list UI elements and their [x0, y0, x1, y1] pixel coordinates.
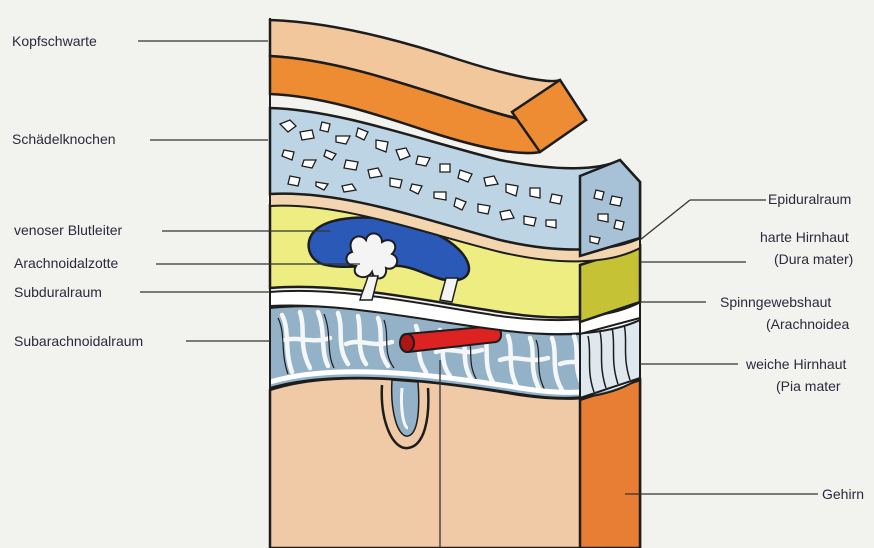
leader-epidural-a — [640, 200, 690, 240]
label-weiche-hirnhaut: weiche Hirnhaut — [746, 356, 846, 373]
label-gehirn: Gehirn — [822, 486, 864, 503]
label-spinngewebshaut: Spinngewebshaut — [720, 294, 831, 311]
label-epiduralraum: Epiduralraum — [768, 191, 851, 208]
label-kopfschwarte: Kopfschwarte — [12, 33, 97, 50]
label-venoser-blutleiter: venoser Blutleiter — [14, 222, 122, 239]
brain-layer — [270, 378, 640, 548]
label-arachnoidalzotte: Arachnoidalzotte — [14, 255, 118, 272]
skull-side — [580, 160, 640, 256]
label-subduralraum: Subduralraum — [14, 284, 102, 301]
label-pia-mater: (Pia mater — [776, 378, 841, 395]
label-subarachnoidalraum: Subarachnoidalraum — [14, 333, 143, 350]
label-harte-hirnhaut: harte Hirnhaut — [760, 229, 849, 246]
label-dura-mater: (Dura mater) — [774, 251, 853, 268]
label-schaedelknochen: Schädelknochen — [12, 131, 116, 148]
label-arachnoidea: (Arachnoidea — [766, 316, 849, 333]
brain-side — [580, 380, 640, 548]
